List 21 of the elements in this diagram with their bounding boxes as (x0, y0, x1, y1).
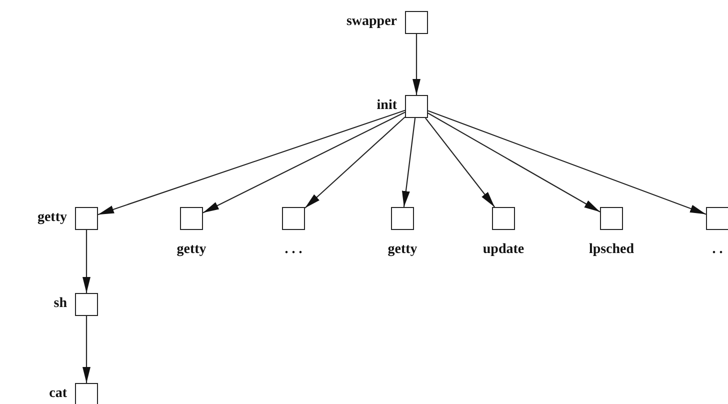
process-label: cat (49, 386, 67, 402)
arrow (82, 230, 90, 293)
arrow (98, 110, 406, 216)
arrow (304, 116, 406, 208)
process-label: sh (54, 296, 67, 312)
process-label: lpsched (588, 242, 634, 258)
process-label: getty (176, 242, 206, 258)
process-label: init (376, 98, 397, 114)
arrow (428, 110, 706, 215)
arrow (402, 118, 416, 208)
process-label: getty (388, 242, 418, 258)
arrow (412, 34, 420, 95)
arrow (202, 112, 406, 214)
process-label: . . (712, 242, 723, 258)
arrow (82, 316, 90, 383)
arrow (425, 118, 495, 208)
process-label: update (482, 242, 524, 258)
process-label: . . . (284, 242, 302, 258)
process-label: swapper (346, 14, 397, 30)
arrow (428, 112, 600, 212)
process-label: getty (37, 210, 67, 226)
